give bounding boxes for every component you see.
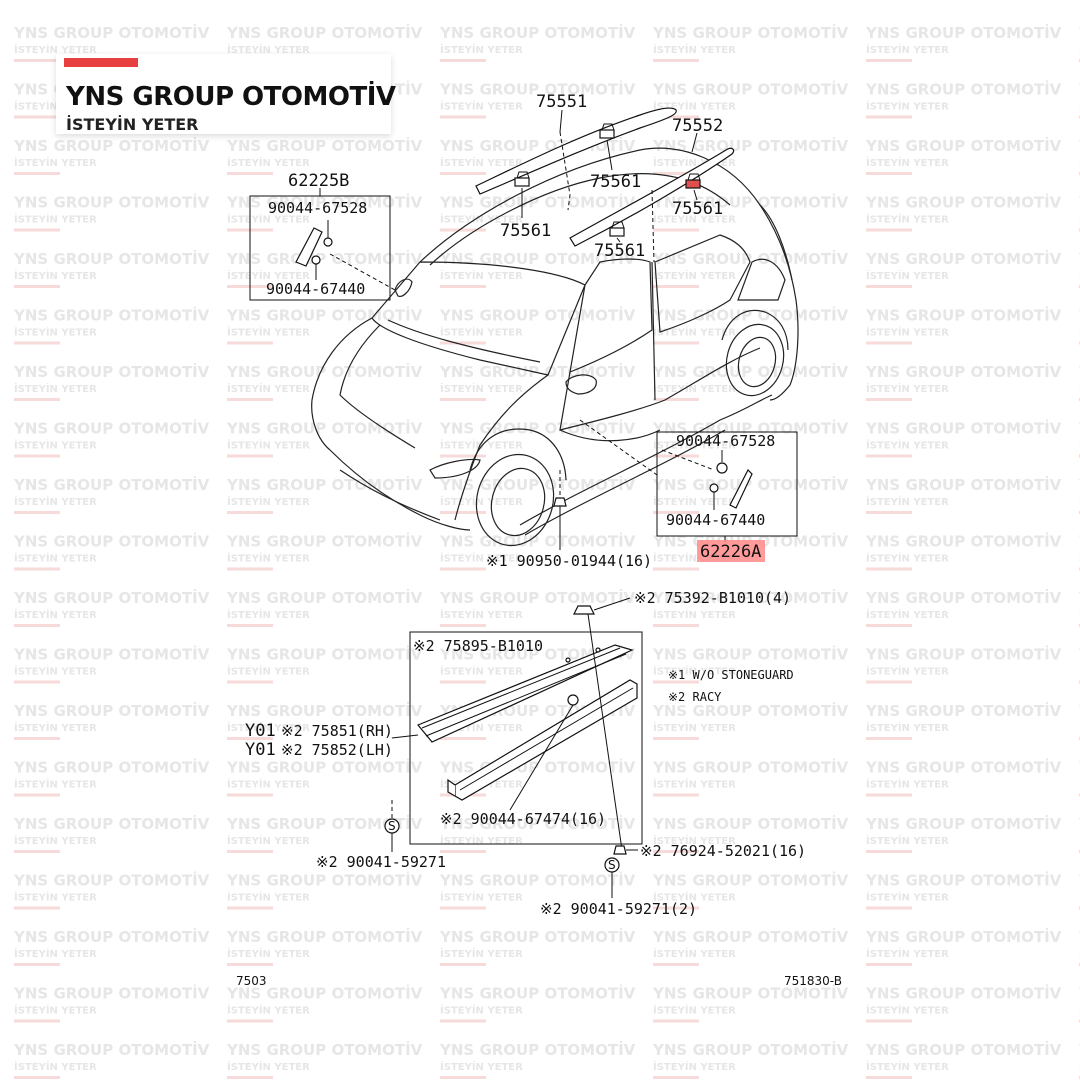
- clip-76924: [613, 845, 638, 855]
- brand-badge: YNS GROUP OTOMOTİV İSTEYİN YETER: [56, 54, 396, 134]
- label-y01-rh-code: Y01: [245, 721, 276, 741]
- side-skirt-box: [391, 631, 643, 845]
- svg-text:S: S: [388, 819, 396, 833]
- brand-accent-bar: [64, 58, 138, 67]
- page-number-right: 751830-B: [784, 974, 842, 988]
- box-62226a: [579, 419, 798, 542]
- brand-title: YNS GROUP OTOMOTİV: [66, 82, 396, 112]
- label-90044-67440-a: 90044-67440: [266, 280, 365, 298]
- label-75392: ※2 75392-B1010(4): [634, 589, 791, 607]
- note-stoneguard: ※1 W/O STONEGUARD: [668, 668, 794, 682]
- label-90041-b: ※2 90041-59271(2): [540, 900, 697, 918]
- screw-90041-a: S: [384, 800, 400, 852]
- svg-text:S: S: [608, 858, 616, 872]
- label-75552: 75552: [672, 116, 723, 136]
- label-62226a: 62226A: [700, 542, 761, 562]
- label-90044-67528-a: 90044-67528: [268, 199, 367, 217]
- label-75561-a: 75561: [590, 172, 641, 192]
- label-75551: 75551: [536, 92, 587, 112]
- clip-75561-d: [609, 221, 625, 237]
- car-outline: [311, 147, 799, 547]
- clip-90950: [553, 470, 567, 550]
- box-62225b: [249, 188, 396, 301]
- clip-75561-a: [599, 123, 615, 139]
- label-y01-lh-code: Y01: [245, 740, 276, 760]
- screw-90041-b: S: [604, 857, 620, 898]
- label-75852-lh: ※2 75852(LH): [281, 741, 393, 759]
- label-90041-a: ※2 90041-59271: [316, 853, 446, 871]
- label-62225b: 62225B: [288, 171, 349, 191]
- page-number-left: 7503: [236, 974, 267, 988]
- clip-75561-b: [514, 171, 530, 187]
- note-racy: ※2 RACY: [668, 690, 722, 704]
- label-75851-rh: ※2 75851(RH): [281, 722, 393, 740]
- clip-75561-c: [685, 173, 701, 189]
- label-75895: ※2 75895-B1010: [413, 637, 543, 655]
- label-75561-d: 75561: [594, 241, 645, 261]
- clip-75392: [573, 597, 631, 851]
- label-90044-67528-b: 90044-67528: [676, 432, 775, 450]
- label-90044-67440-b: 90044-67440: [666, 511, 765, 529]
- label-75561-b: 75561: [672, 199, 723, 219]
- label-75561-c: 75561: [500, 221, 551, 241]
- label-90044-67474: ※2 90044-67474(16): [440, 810, 606, 828]
- roof-rail-75551: [475, 107, 677, 195]
- label-76924: ※2 76924-52021(16): [640, 842, 806, 860]
- highlight-62226a: [697, 540, 765, 562]
- brand-subtitle: İSTEYİN YETER: [66, 115, 199, 134]
- label-90950: ※1 90950-01944(16): [486, 552, 652, 570]
